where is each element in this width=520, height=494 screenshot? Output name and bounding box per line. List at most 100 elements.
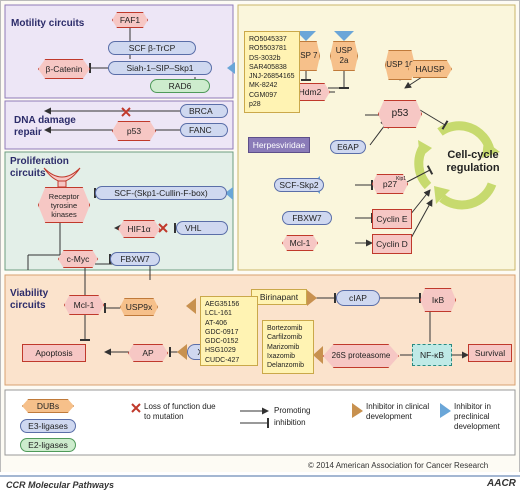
scf-skp2-node: SCF-Skp2 [274, 178, 324, 192]
ikb-node: IκB [420, 288, 456, 312]
usp-inhibitor-list-item: MK-8242 [249, 82, 278, 90]
nfkb-node: NF-κB [412, 344, 452, 366]
cell-cycle-label: Cell-cycle regulation [446, 136, 500, 188]
p53-main-node: p53 [378, 100, 422, 128]
mcl1-cc-node-label: Mcl-1 [289, 238, 311, 248]
hdm2-node-label: Hdm2 [298, 87, 322, 97]
dna-panel-title: DNA damage repair [14, 115, 76, 138]
siah-node: Siah-1–SIP–Skp1 [108, 61, 212, 75]
proliferation-panel-title: Proliferation circuits [10, 156, 69, 179]
fanc-node-label: FANC [189, 125, 212, 135]
scf-fbox-node: SCF-(Skp1-Cullin-F-box) [95, 186, 227, 200]
usp-inhibitor-list-item: p28 [249, 101, 261, 109]
p27-node-label: p27 [382, 179, 398, 189]
journal-name: CCR Molecular Pathways [6, 480, 115, 490]
aacr-logo: AACR [487, 478, 516, 489]
faf1-node: FAF1 [112, 12, 148, 28]
legend-loss-text: Loss of function due to mutation [144, 402, 216, 421]
legend-dubs-label: DUBs [36, 401, 60, 411]
ciap-node-label: cIAP [349, 293, 367, 303]
viability-panel-title: Viability circuits [10, 288, 49, 311]
cyclin-e-node-label: Cyclin E [376, 214, 408, 224]
iap-inhibitor-list-item: GDC-0917 [205, 328, 239, 336]
usp2a-node: USP 2a [330, 41, 358, 71]
usp-inhibitor-list-item: SAR405838 [249, 63, 287, 71]
usp9x-node-label: USP9x [125, 302, 153, 312]
proteasome-inhibitor-list-item: Carfilzomib [267, 334, 303, 342]
footer-area [0, 472, 520, 494]
receptor-cup-icon [43, 167, 81, 188]
copyright-text: © 2014 American Association for Cancer R… [308, 461, 489, 470]
legend-clinical-text: Inhibitor in clinical development [366, 402, 430, 421]
siah-node-label: Siah-1–SIP–Skp1 [126, 63, 194, 73]
inhibitor-triangles [177, 31, 451, 418]
iap-inhibitor-list-item: GDC-0152 [205, 338, 239, 346]
legend-dubs: DUBs [22, 399, 74, 413]
usp-inhibitor-list-item: RO5045337 [249, 36, 287, 43]
apoptosis-node-label: Apoptosis [35, 348, 73, 358]
scf-btrcp-node: SCF β-TrCP [108, 41, 196, 55]
hif1a-node-label: HIF1α [127, 224, 151, 234]
motility-panel-title: Motility circuits [11, 18, 85, 29]
p27-node: p27 [372, 174, 408, 194]
legend-e3: E3-ligases [20, 419, 76, 433]
hif1a-node: HIF1α [118, 220, 160, 238]
p53-dna-node-label: p53 [126, 126, 142, 136]
apoptosis-node: Apoptosis [22, 344, 86, 362]
proteasome-inhibitor-list-item: Bortezomib [267, 325, 303, 332]
usp9x-node: USP9x [120, 298, 158, 316]
mcl1-via-node-label: Mcl-1 [73, 300, 95, 310]
proteasome-inhibitor-list-item: Marizomib [267, 343, 300, 351]
legend-e2: E2-ligases [20, 438, 76, 452]
cmyc-node: c-Myc [58, 250, 98, 268]
herpes-node: Herpesviridae [248, 137, 310, 153]
receptor-node: Receptor tyrosine kinases [38, 187, 90, 223]
usp-inhibitor-list-item: JNJ-26854165 [249, 73, 295, 81]
fbxw7-cc-node: FBXW7 [282, 211, 332, 225]
cyclin-d-node: Cyclin D [372, 234, 412, 254]
legend-e2-label: E2-ligases [28, 440, 68, 450]
fbxw7-prolif-node-label: FBXW7 [120, 254, 150, 264]
legend-e3-label: E3-ligases [28, 421, 68, 431]
survival-node: Survival [468, 344, 512, 362]
cmyc-node-label: c-Myc [66, 254, 90, 264]
vhl-node-label: VHL [185, 223, 202, 233]
cyclin-e-node: Cyclin E [372, 209, 412, 229]
usp-inhibitor-list-item: RO5503781 [249, 45, 287, 53]
brca-node-label: BRCA [189, 106, 213, 116]
rad6-node: RAD6 [150, 79, 210, 93]
usp-inhibitor-list-item: CGM097 [249, 91, 278, 99]
mcl1-via-node: Mcl-1 [64, 295, 104, 315]
beta-catenin-node: β-Catenin [38, 59, 90, 79]
scf-fbox-node-label: SCF-(Skp1-Cullin-F-box) [114, 188, 208, 198]
birinapant-node: Birinapant [251, 289, 307, 305]
iap-inhibitor-list-item: AT-406 [205, 319, 228, 327]
usp10-node: USP 10 [385, 50, 415, 80]
faf1-node-label: FAF1 [119, 15, 141, 25]
proteasome-node: 26S proteasome [323, 344, 399, 368]
iap-inhibitor-list-item: AEG35156 [205, 301, 240, 308]
hausp-node: HAUSP [408, 60, 452, 78]
legend-promoting-text: Promoting [274, 406, 311, 415]
cell-cycle-label-label: Cell-cycle regulation [446, 149, 500, 174]
legend-lines [240, 407, 269, 428]
survival-node-label: Survival [474, 348, 506, 358]
proteasome-inhibitor-list-item: Delanzomib [267, 362, 304, 370]
fbxw7-cc-node-label: FBXW7 [292, 213, 322, 223]
legend-preclinical-text: Inhibitor in preclinical development [454, 402, 500, 431]
p27-superscript: Kip1 [396, 176, 407, 182]
p53-main-node-label: p53 [391, 108, 409, 119]
ikb-node-label: IκB [431, 295, 445, 305]
usp-inhibitor-list-item: DS-3032b [249, 54, 281, 62]
rad6-node-label: RAD6 [168, 81, 192, 91]
fanc-node: FANC [180, 123, 228, 137]
cyclin-d-node-label: Cyclin D [376, 239, 408, 249]
ciap-node: cIAP [336, 290, 380, 306]
p53-dna-node: p53 [112, 121, 156, 141]
e6ap-node-label: E6AP [337, 142, 359, 152]
iap-inhibitor-list-item: HSG1029 [205, 347, 236, 355]
